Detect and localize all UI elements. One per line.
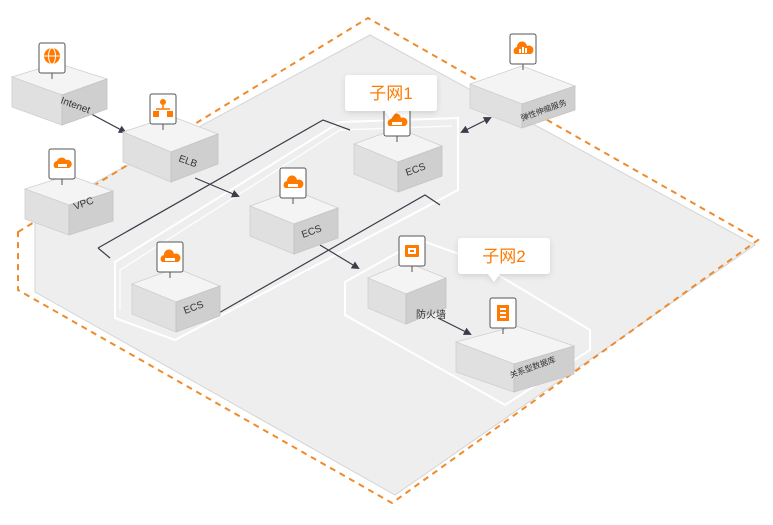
edge-elb-ecs-mid	[194, 177, 240, 198]
node-internet: Intenet	[10, 42, 109, 126]
edge-firewall-rdb	[437, 317, 472, 335]
node-firewall-label: 防火墙	[416, 308, 446, 321]
firewall-icon	[398, 235, 426, 272]
database-icon	[489, 297, 517, 334]
node-autoscaling: 弹性伸缩服务	[468, 33, 577, 129]
node-ecs-bottom: ECS	[130, 241, 222, 333]
scaling-bracket	[97, 119, 351, 259]
node-ecs-mid: ECS	[248, 167, 340, 255]
edge-ecs-top-autoscaling	[460, 117, 492, 133]
node-firewall: 防火墙	[366, 235, 448, 325]
autoscaling-chart-icon	[509, 33, 537, 70]
node-vpc: VPC	[23, 148, 115, 236]
node-elb: ELB	[121, 93, 220, 183]
globe-icon	[38, 42, 66, 79]
node-rdb: 关系型数据库	[454, 297, 576, 393]
vpc-cloud-icon	[48, 148, 76, 185]
subnet1-boundary	[114, 116, 459, 342]
subnet2-boundary	[344, 238, 591, 407]
edge-ecs-mid-firewall	[319, 244, 360, 270]
load-balancer-icon	[149, 93, 177, 130]
ecs-bottom-cloud-icon	[156, 241, 184, 278]
ecs-mid-cloud-icon	[279, 167, 307, 204]
node-ecs-top: ECS	[352, 105, 444, 193]
vpc-boundary	[17, 16, 760, 505]
subnet1-callout: 子网1	[345, 75, 437, 119]
subnet2-label: 子网2	[482, 247, 525, 266]
subnet1-label: 子网1	[369, 84, 412, 103]
subnet2-callout: 子网2	[458, 238, 550, 282]
